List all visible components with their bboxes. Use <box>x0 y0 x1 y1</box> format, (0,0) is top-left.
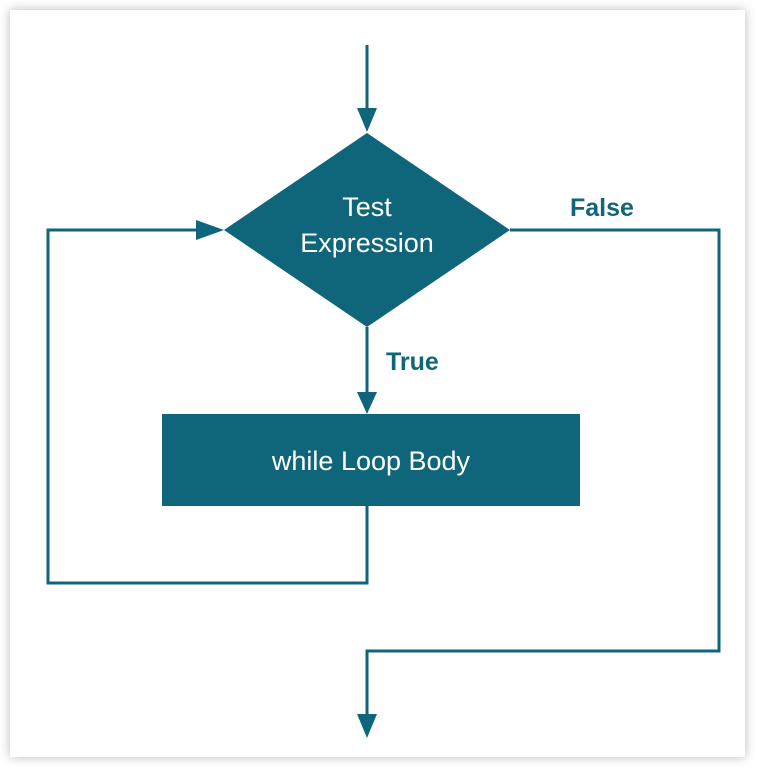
true-branch-label: True <box>386 348 439 376</box>
false-branch-label: False <box>570 194 634 222</box>
entry-arrowhead <box>357 108 377 132</box>
loop-body-label: while Loop Body <box>271 446 471 476</box>
decision-label-line2: Expression <box>300 228 434 258</box>
loop-back-line <box>46 228 369 585</box>
decision-label-line1: Test <box>342 192 392 222</box>
loop-body-box <box>162 414 580 506</box>
diagram-frame <box>10 10 745 757</box>
decision-diamond <box>224 133 510 327</box>
exit-arrowhead <box>357 714 377 738</box>
false-branch-line <box>365 228 721 726</box>
true-branch-arrowhead <box>357 392 377 414</box>
loop-back-arrowhead <box>196 220 224 240</box>
